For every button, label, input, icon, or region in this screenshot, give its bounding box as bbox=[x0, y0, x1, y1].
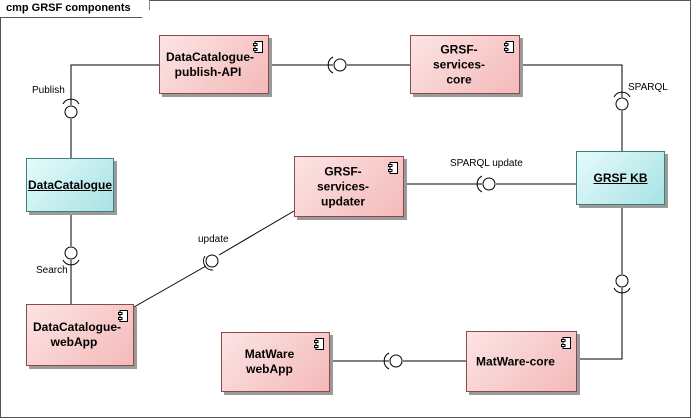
component-matware-core[interactable]: MatWare-core bbox=[466, 331, 577, 392]
component-icon bbox=[253, 41, 263, 53]
wire-kb-matcore-b bbox=[577, 288, 623, 360]
socket-update bbox=[202, 255, 214, 271]
socket-kb-matcore bbox=[613, 287, 631, 294]
ball-kb-matcore bbox=[615, 274, 629, 288]
component-label: GRSF-services- updater bbox=[316, 164, 370, 208]
socket-publish bbox=[62, 98, 80, 105]
ball-publish bbox=[64, 105, 78, 119]
ball-publish-core bbox=[333, 58, 347, 72]
component-icon bbox=[504, 41, 514, 53]
component-icon bbox=[388, 162, 398, 174]
component-icon bbox=[118, 310, 128, 322]
node-grsf-kb[interactable]: GRSF KB bbox=[576, 151, 665, 205]
ball-search bbox=[64, 246, 78, 260]
ball-matcore-matweb bbox=[389, 354, 403, 368]
socket-matcore-matweb bbox=[383, 352, 390, 370]
iface-label-sparql-update: SPARQL update bbox=[450, 158, 523, 169]
socket-search bbox=[62, 259, 80, 266]
node-datacatalogue[interactable]: DataCatalogue bbox=[26, 158, 114, 212]
node-label: DataCatalogue bbox=[27, 178, 113, 192]
component-matware-webapp[interactable]: MatWare webApp bbox=[221, 332, 330, 392]
ball-update bbox=[205, 254, 219, 268]
ball-sparql bbox=[615, 97, 629, 111]
ball-sparql-update bbox=[482, 177, 496, 191]
component-publish-api[interactable]: DataCatalogue- publish-API bbox=[159, 35, 269, 94]
component-label: MatWare webApp bbox=[244, 347, 295, 376]
component-grsf-updater[interactable]: GRSF-services- updater bbox=[294, 156, 404, 217]
wire-sparql bbox=[520, 64, 623, 97]
wire-update-b bbox=[218, 210, 295, 256]
iface-label-sparql: SPARQL bbox=[628, 82, 668, 93]
socket-sparql-update bbox=[476, 175, 483, 193]
component-icon bbox=[314, 338, 324, 350]
component-label: DataCatalogue- webApp bbox=[33, 320, 122, 349]
component-label: MatWare-core bbox=[476, 354, 555, 368]
iface-label-publish: Publish bbox=[32, 85, 65, 96]
component-icon bbox=[561, 337, 571, 349]
iface-label-update: update bbox=[198, 234, 229, 245]
iface-label-search: Search bbox=[36, 265, 68, 276]
component-grsf-core[interactable]: GRSF-services- core bbox=[410, 35, 520, 94]
component-label: DataCatalogue- publish-API bbox=[166, 49, 255, 79]
socket-publish-core bbox=[327, 56, 334, 74]
socket-sparql bbox=[613, 91, 631, 98]
diagram-title: cmp GRSF components bbox=[0, 0, 150, 18]
wire-update-a bbox=[133, 265, 207, 308]
component-datacatalogue-webapp[interactable]: DataCatalogue- webApp bbox=[26, 304, 134, 366]
node-label: GRSF KB bbox=[593, 171, 648, 185]
wire-publish bbox=[70, 64, 159, 105]
component-label: GRSF-services- core bbox=[432, 42, 486, 86]
